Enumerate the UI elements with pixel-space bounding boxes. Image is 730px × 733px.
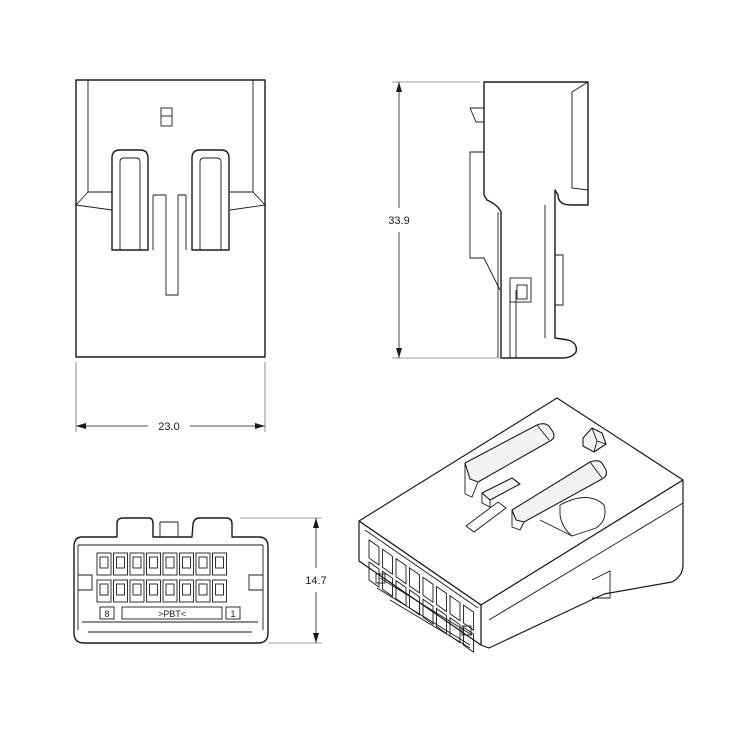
iso-contact-cavity bbox=[422, 598, 434, 626]
iso-contact-cavity bbox=[368, 539, 380, 566]
contact-cavity bbox=[162, 552, 178, 576]
iso-contact-cavity bbox=[409, 589, 420, 616]
contact-cavity bbox=[113, 552, 128, 576]
iso-contact-cavity bbox=[422, 576, 434, 604]
contact-cavity-inner bbox=[149, 556, 158, 569]
pin-8-marker: 8 bbox=[104, 609, 109, 619]
isometric-view bbox=[358, 397, 684, 653]
iso-contact-cavity bbox=[436, 585, 447, 613]
contact-cavity-inner bbox=[182, 583, 191, 596]
contact-cavity bbox=[146, 579, 161, 603]
contact-cavity-inner bbox=[165, 583, 175, 596]
contact-cavity-inner bbox=[182, 556, 191, 569]
contact-cavity bbox=[212, 552, 227, 576]
pin-1-marker: 1 bbox=[230, 609, 235, 619]
contact-cavity-inner bbox=[116, 583, 125, 596]
contact-cavity-inner bbox=[149, 583, 158, 596]
depth-dimension: 14.7 bbox=[240, 517, 327, 644]
width-dimension-label: 23.0 bbox=[158, 421, 179, 433]
height-dimension-label: 33.9 bbox=[388, 215, 409, 227]
iso-contact-cavity bbox=[368, 561, 380, 588]
contact-cavity bbox=[162, 579, 178, 603]
side-view bbox=[469, 81, 589, 359]
contact-cavity bbox=[195, 552, 211, 576]
iso-contact-cavity bbox=[409, 567, 420, 594]
contact-cavity-inner bbox=[215, 583, 224, 596]
contact-cavity-inner bbox=[215, 556, 224, 569]
contact-cavity bbox=[195, 579, 211, 603]
depth-dimension-label: 14.7 bbox=[305, 575, 326, 587]
contact-cavity bbox=[212, 579, 227, 603]
contact-cavity-inner bbox=[165, 556, 175, 569]
iso-contact-cavity bbox=[382, 548, 393, 576]
iso-contact-cavity bbox=[463, 626, 474, 653]
contact-cavity-inner bbox=[132, 556, 142, 569]
contact-cavity bbox=[129, 579, 145, 603]
width-dimension: 23.0 bbox=[75, 362, 266, 433]
contact-cavity-grid bbox=[96, 552, 227, 603]
contact-cavity bbox=[146, 552, 161, 576]
contact-cavity bbox=[96, 552, 112, 576]
contact-cavity bbox=[129, 552, 145, 576]
contact-cavity-inner bbox=[198, 583, 208, 596]
material-marking: >PBT< bbox=[158, 609, 186, 619]
contact-cavity bbox=[96, 579, 112, 603]
height-dimension: 33.9 bbox=[388, 81, 498, 359]
iso-contact-cavity bbox=[449, 594, 461, 622]
iso-contact-cavity bbox=[463, 604, 474, 631]
contact-cavity-inner bbox=[99, 556, 109, 569]
contact-cavity bbox=[179, 579, 194, 603]
contact-cavity-inner bbox=[99, 583, 109, 596]
iso-contact-cavity bbox=[449, 616, 461, 644]
contact-cavity-inner bbox=[116, 556, 125, 569]
contact-cavity-inner bbox=[132, 583, 142, 596]
contact-cavity bbox=[113, 579, 128, 603]
mating-face-view: 8 1 >PBT< bbox=[73, 517, 269, 644]
contact-cavity-inner bbox=[198, 556, 208, 569]
contact-cavity bbox=[179, 552, 194, 576]
iso-contact-cavity bbox=[395, 557, 407, 585]
front-view bbox=[75, 79, 266, 358]
